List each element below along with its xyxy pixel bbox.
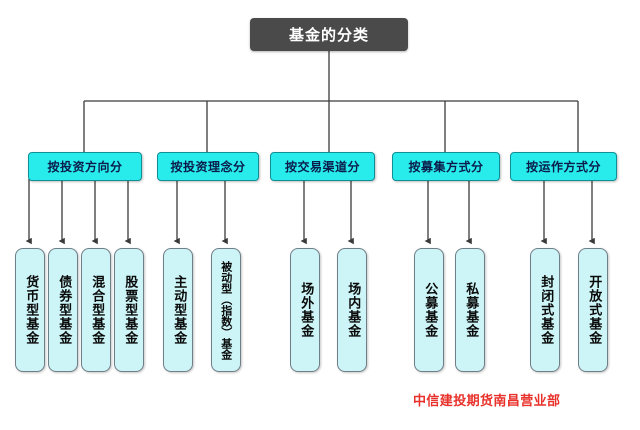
leaf-node-12[interactable]: 开放式基金	[578, 248, 608, 372]
leaf-node-label: 股票型基金	[122, 275, 138, 345]
leaf-node-4[interactable]: 股票型基金	[114, 248, 144, 372]
category-node-5[interactable]: 按运作方式分	[510, 152, 617, 181]
leaf-node-label: 被动型（指数）基金	[219, 260, 233, 360]
leaf-node-2[interactable]: 债券型基金	[48, 248, 78, 372]
footer-attribution: 中信建投期货南昌营业部	[413, 394, 561, 409]
leaf-node-11[interactable]: 封闭式基金	[530, 248, 560, 372]
leaf-node-label: 场外基金	[298, 282, 314, 338]
category-node-4[interactable]: 按募集方式分	[392, 152, 500, 181]
leaf-node-label: 开放式基金	[586, 275, 602, 345]
leaf-node-label: 封闭式基金	[538, 275, 554, 345]
category-node-2[interactable]: 按投资理念分	[157, 152, 259, 181]
leaf-node-8[interactable]: 场内基金	[337, 248, 367, 372]
leaf-node-9[interactable]: 公募基金	[414, 248, 444, 372]
leaf-node-label: 债券型基金	[56, 275, 72, 345]
category-node-1[interactable]: 按投资方向分	[28, 152, 142, 181]
leaf-node-7[interactable]: 场外基金	[290, 248, 320, 372]
leaf-node-label: 公募基金	[422, 282, 438, 338]
leaf-node-label: 场内基金	[345, 282, 361, 338]
leaf-node-10[interactable]: 私募基金	[455, 248, 485, 372]
leaf-node-3[interactable]: 混合型基金	[81, 248, 111, 372]
leaf-node-6[interactable]: 被动型（指数）基金	[211, 248, 241, 372]
leaf-node-label: 混合型基金	[89, 275, 105, 345]
leaf-node-1[interactable]: 货币型基金	[15, 248, 45, 372]
leaf-node-5[interactable]: 主动型基金	[163, 248, 193, 372]
leaf-node-label: 货币型基金	[23, 275, 39, 345]
category-node-3[interactable]: 按交易渠道分	[270, 152, 375, 181]
leaf-node-label: 私募基金	[463, 282, 479, 338]
leaf-node-label: 主动型基金	[171, 275, 187, 345]
root-node[interactable]: 基金的分类	[250, 18, 408, 51]
